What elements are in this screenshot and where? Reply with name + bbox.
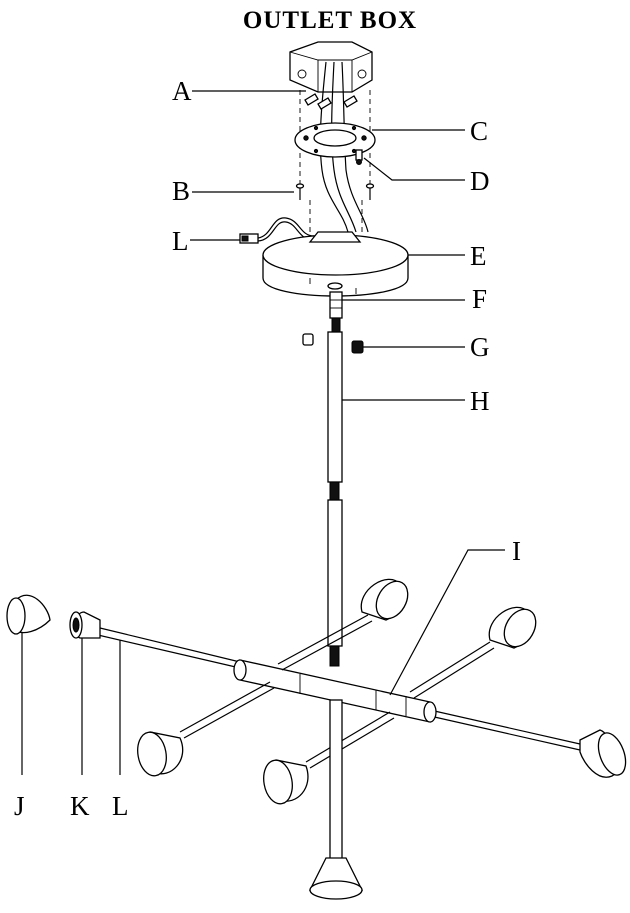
canopy-screws — [309, 278, 357, 294]
label-l-top: L — [172, 226, 189, 256]
diagram-title: OUTLET BOX — [243, 7, 417, 34]
nuts-g — [302, 333, 364, 354]
detached-shade-j — [6, 594, 51, 635]
label-a: A — [172, 76, 192, 106]
label-f: F — [472, 284, 487, 314]
canopy-e — [262, 231, 409, 297]
label-i: I — [512, 536, 521, 566]
supply-wires — [319, 61, 369, 233]
down-rod-h — [327, 331, 343, 667]
mounting-screws-b — [295, 183, 375, 200]
label-e: E — [470, 241, 487, 271]
lamp-shade-top — [360, 578, 409, 621]
label-j: J — [14, 791, 25, 821]
arm-cluster-i — [97, 614, 581, 861]
socket-k — [69, 611, 101, 639]
lamp-shade-middle — [263, 759, 309, 805]
label-h: H — [470, 386, 490, 416]
part-labels: A B C D L E F G H I J K L — [14, 76, 521, 821]
lamp-shade-left — [137, 731, 184, 777]
coupling-f — [329, 291, 343, 333]
lamp-shade-bottom — [308, 857, 364, 900]
leader-lines — [21, 90, 505, 775]
label-l-bottom: L — [112, 791, 129, 821]
ground-screw-d — [355, 149, 363, 165]
lamp-shade-right-bottom — [579, 729, 627, 778]
lamp-shade-right — [488, 606, 537, 649]
label-c: C — [470, 116, 488, 146]
label-g: G — [470, 332, 490, 362]
outlet-box — [289, 41, 373, 93]
label-k: K — [70, 791, 90, 821]
label-b: B — [172, 176, 190, 206]
mounting-plate-c — [294, 122, 376, 158]
label-d: D — [470, 166, 490, 196]
wire-connectors-a — [304, 93, 358, 110]
